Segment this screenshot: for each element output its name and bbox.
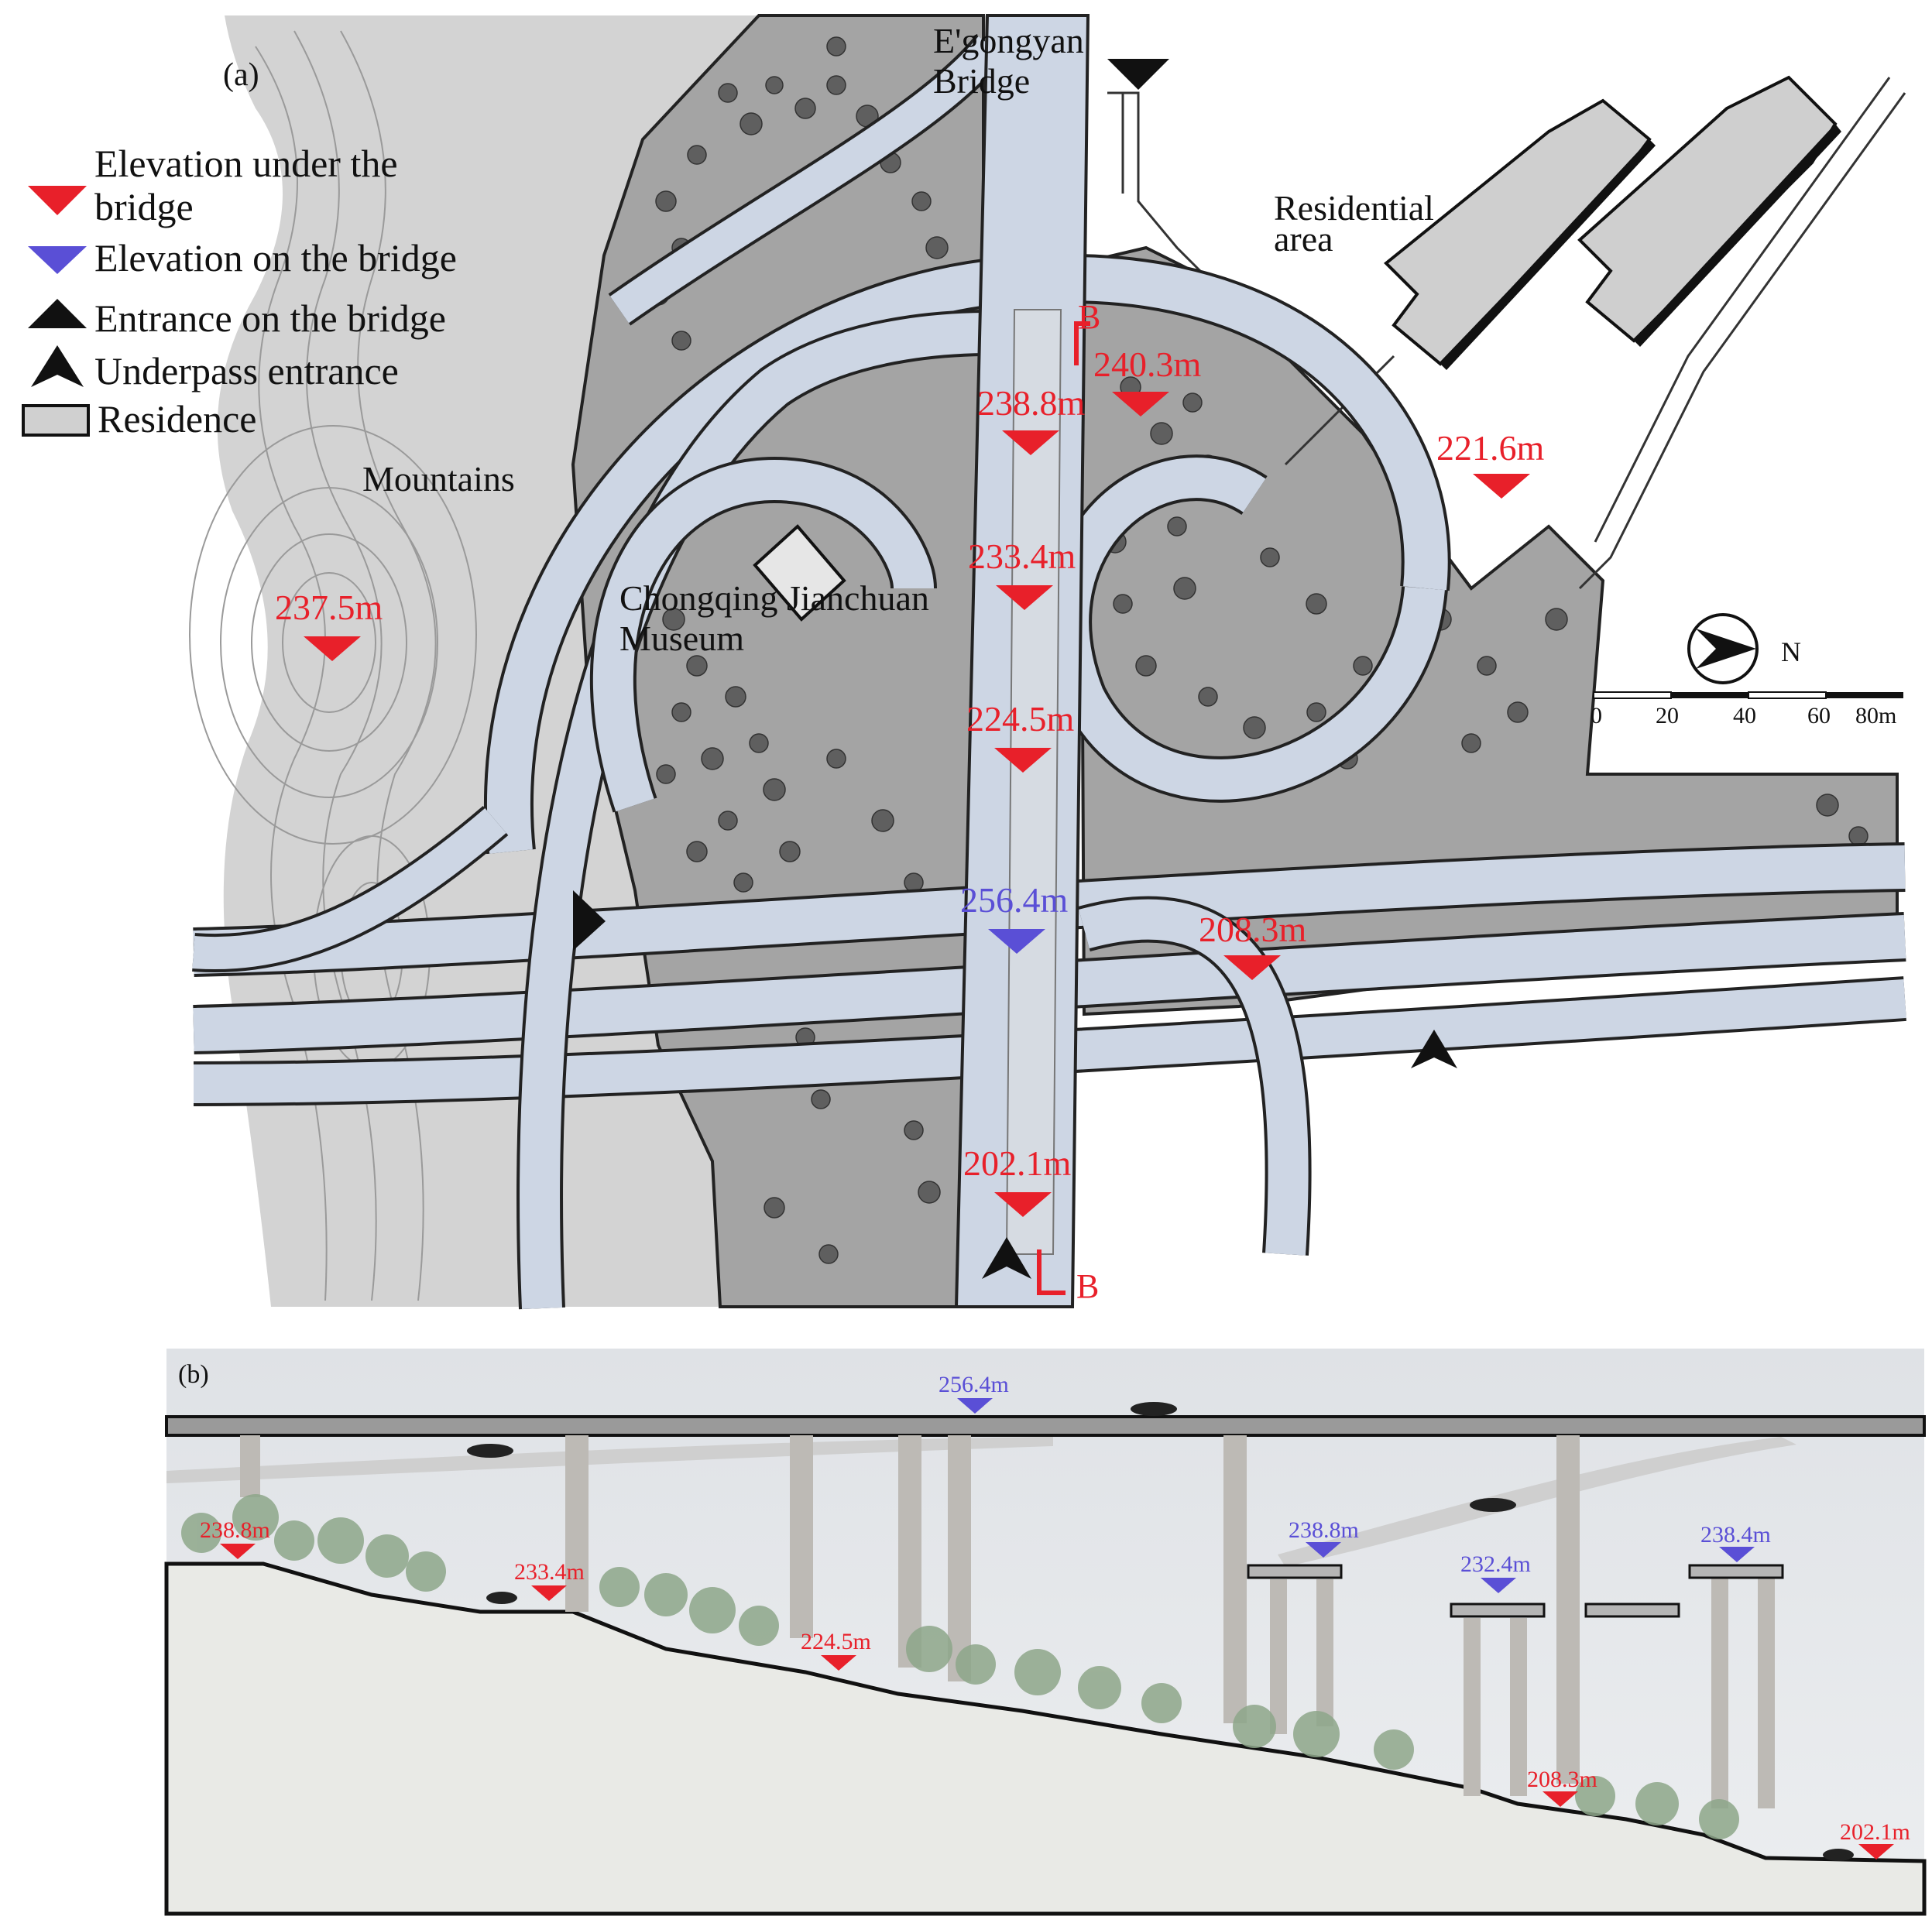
elevation-marker-224-5 — [994, 748, 1052, 773]
main-bridge-deck — [165, 1415, 1926, 1437]
section-elevation-label-256-4: 256.4m — [939, 1372, 1009, 1397]
scale-tick-0: 0 — [1591, 703, 1602, 728]
elevation-marker-237-5 — [304, 636, 361, 661]
ramp-deck-3 — [1584, 1602, 1680, 1618]
elevation-marker-208-3 — [1223, 955, 1281, 980]
panel-b-section — [164, 1349, 1927, 1916]
vegetation — [181, 1494, 1739, 1839]
legend-item-under-bridge-line2: bridge — [94, 185, 194, 228]
legend-item-on-bridge: Elevation on the bridge — [94, 236, 457, 279]
section-elevation-label-238-8-ground: 238.8m — [200, 1517, 270, 1543]
section-elevation-marker-224-5 — [821, 1655, 856, 1671]
section-elevations: 256.4m 238.8m 233.4m 224.5m 208.3m 202.1… — [200, 1372, 1910, 1860]
elevation-label-238-8: 238.8m — [977, 383, 1086, 423]
section-elevation-marker-233-4 — [531, 1585, 567, 1601]
legend-red-triangle-icon — [28, 186, 87, 215]
elevation-label-240-3: 240.3m — [1093, 344, 1202, 384]
elevation-label-202-1: 202.1m — [963, 1143, 1072, 1183]
legend-residence-box-icon — [22, 404, 90, 437]
section-elevation-marker-238-8-ground — [220, 1544, 256, 1559]
section-marker-bottom — [1037, 1249, 1066, 1295]
scale-bar — [1593, 691, 1903, 699]
legend-black-triangle-icon — [28, 299, 87, 328]
section-marker-top — [1074, 321, 1090, 365]
legend-blue-triangle-icon — [28, 246, 87, 274]
section-label-bottom: B — [1076, 1267, 1099, 1305]
bridge-name-line1: E'gongyan — [933, 21, 1084, 60]
museum-label-line2: Museum — [619, 619, 744, 658]
ground-profile — [164, 1561, 1927, 1916]
bridge-piers — [240, 1435, 1775, 1808]
elevation-marker-202-1 — [994, 1192, 1052, 1217]
underpass-entrance-marker-bottom — [982, 1237, 1031, 1279]
section-label-top: B — [1078, 298, 1100, 336]
legend-item-underpass-entrance: Underpass entrance — [94, 349, 399, 392]
elevation-label-237-5: 237.5m — [275, 588, 383, 627]
museum-building — [753, 524, 846, 622]
section-elevation-label-233-4: 233.4m — [514, 1559, 585, 1585]
section-elevation-label-232-4: 232.4m — [1460, 1551, 1531, 1577]
section-elevation-label-202-1: 202.1m — [1840, 1819, 1910, 1845]
elevation-marker-221-6 — [1473, 474, 1530, 499]
side-roads — [1107, 77, 1906, 590]
ramp-deck-2 — [1450, 1602, 1546, 1618]
section-elevation-label-208-3: 208.3m — [1527, 1767, 1597, 1792]
elevation-marker-256-4 — [988, 929, 1045, 954]
panel-b-label: (b) — [178, 1360, 209, 1389]
section-elevation-label-238-4: 238.4m — [1700, 1522, 1771, 1548]
legend-item-bridge-entrance: Entrance on the bridge — [94, 297, 446, 340]
legend-item-residence: Residence — [98, 397, 256, 440]
elevation-label-224-5: 224.5m — [966, 699, 1075, 739]
panel-a-plan — [189, 14, 1906, 1310]
cars — [467, 1402, 1854, 1861]
north-label: N — [1781, 636, 1801, 667]
section-elevation-label-238-8-bridge: 238.8m — [1289, 1517, 1359, 1543]
mountains-label: Mountains — [362, 459, 515, 499]
elevation-marker-233-4 — [996, 585, 1053, 610]
legend-arrowhead-icon — [31, 345, 84, 387]
section-elevation-marker-202-1 — [1858, 1844, 1894, 1860]
north-arrow — [1687, 613, 1759, 684]
elevation-marker-240-3 — [1112, 392, 1169, 416]
residential-label-line1: Residential — [1274, 188, 1434, 228]
museum-label-line1: Chongqing Jianchuan — [619, 578, 929, 618]
residence-buildings — [1384, 75, 1841, 370]
bridge-name-line2: Bridge — [933, 61, 1030, 101]
legend: Elevation under the bridge Elevation on … — [22, 142, 457, 440]
section-elevation-marker-256-4 — [957, 1398, 993, 1414]
scale-tick-40: 40 — [1733, 703, 1756, 728]
ramp-deck-4 — [1688, 1564, 1784, 1579]
elevation-label-233-4: 233.4m — [968, 536, 1076, 576]
scale-tick-20: 20 — [1656, 703, 1679, 728]
scale-tick-60: 60 — [1807, 703, 1831, 728]
scale-tick-80m: 80m — [1855, 703, 1896, 728]
elevation-label-208-3: 208.3m — [1199, 910, 1307, 949]
section-elevation-marker-238-4 — [1719, 1547, 1755, 1562]
section-elevation-label-224-5: 224.5m — [801, 1629, 871, 1654]
legend-item-under-bridge-line1: Elevation under the — [94, 142, 398, 185]
section-elevation-marker-208-3 — [1543, 1791, 1578, 1807]
plan-elevations: 237.5m 240.3m 238.8m 221.6m 233.4m 224.5… — [275, 344, 1545, 1217]
elevation-label-256-4: 256.4m — [960, 880, 1069, 920]
bridge-entrance-marker-left — [573, 890, 606, 951]
elevation-marker-238-8 — [1002, 430, 1059, 455]
section-elevation-marker-238-8-bridge — [1306, 1542, 1341, 1558]
residential-label-line2: area — [1274, 219, 1333, 259]
underpass-entrance-marker-right — [1411, 1030, 1457, 1068]
section-elevation-marker-232-4 — [1481, 1578, 1516, 1593]
egongyan-bridge-deck — [954, 14, 1090, 1308]
bridge-entrance-marker-top — [1107, 59, 1169, 90]
elevation-label-221-6: 221.6m — [1436, 428, 1545, 468]
panel-a-label: (a) — [223, 57, 259, 93]
ramp-deck-1 — [1247, 1564, 1343, 1579]
